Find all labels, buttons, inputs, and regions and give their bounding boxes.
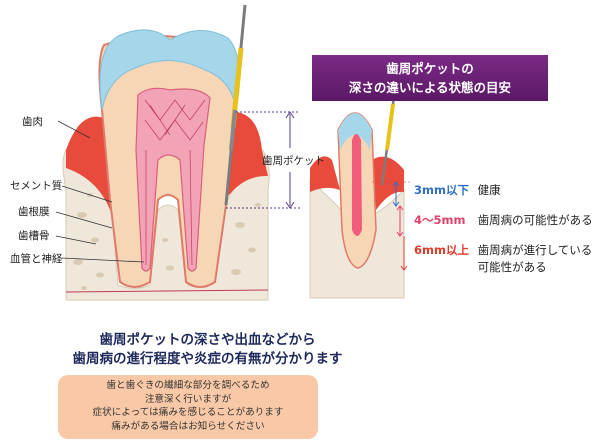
label-pocket: 歯周ポケット (262, 155, 325, 167)
scale-row-advanced: 6mm以上 歯周病が進行している (414, 242, 592, 258)
banner-line-1: 歯周ポケットの (386, 61, 474, 76)
banner-line-2: 深さの違いによる状態の目安 (348, 80, 512, 95)
label-cementum: セメント質 (10, 180, 63, 192)
headline-line-1: 歯周ポケットの深さや出血などから (99, 332, 316, 348)
note-box: 歯と歯ぐきの繊細な部分を調べるため 注意深く行いますが 症状によっては痛みを感じ… (58, 375, 318, 439)
scale-desc-3a: 歯周病が進行している (477, 243, 593, 257)
note-line-4: 痛みがある場合はお知らせください (111, 420, 265, 432)
probe-large (224, 4, 247, 206)
bone-texture (73, 193, 261, 290)
scale-desc-3b: 可能性がある (477, 260, 547, 274)
label-alveolar-bone: 歯槽骨 (18, 230, 50, 242)
pocket-bracket (226, 111, 300, 209)
label-leaders (55, 120, 145, 263)
label-gingiva: 歯肉 (22, 116, 43, 128)
note-line-3: 症状によっては痛みを感じることがあります (92, 407, 284, 418)
small-pulp (352, 134, 362, 236)
vessel-network (144, 99, 206, 266)
depth-scale (372, 181, 410, 271)
small-enamel (338, 113, 372, 150)
bottom-vessel (65, 289, 269, 293)
scale-row-possible: 4～5mm 歯周病の可能性がある (414, 212, 593, 228)
scale-row-healthy: 3mm以下 健康 (414, 182, 501, 198)
note-line-1: 歯と歯ぐきの繊細な部分を調べるため (106, 380, 270, 391)
scale-depth-2: 4～5mm (414, 213, 466, 227)
label-vessels-nerve: 血管と神経 (10, 253, 63, 265)
note-line-2: 注意深く行いますが (144, 393, 232, 405)
banner-title: 歯周ポケットの 深さの違いによる状態の目安 (312, 55, 548, 101)
scale-desc-1: 健康 (477, 183, 501, 197)
scale-desc-2: 歯周病の可能性がある (477, 213, 593, 227)
label-pdl: 歯根膜 (18, 206, 50, 218)
gum-left (66, 116, 112, 215)
scale-depth-3: 6mm以上 (414, 243, 469, 257)
scale-depth-1: 3mm以下 (414, 183, 469, 197)
small-gum (310, 156, 404, 210)
headline-line-2: 歯周病の進行程度や炎症の有無が分かります (72, 351, 343, 367)
scale-row-advanced-2: 可能性がある (414, 259, 547, 275)
